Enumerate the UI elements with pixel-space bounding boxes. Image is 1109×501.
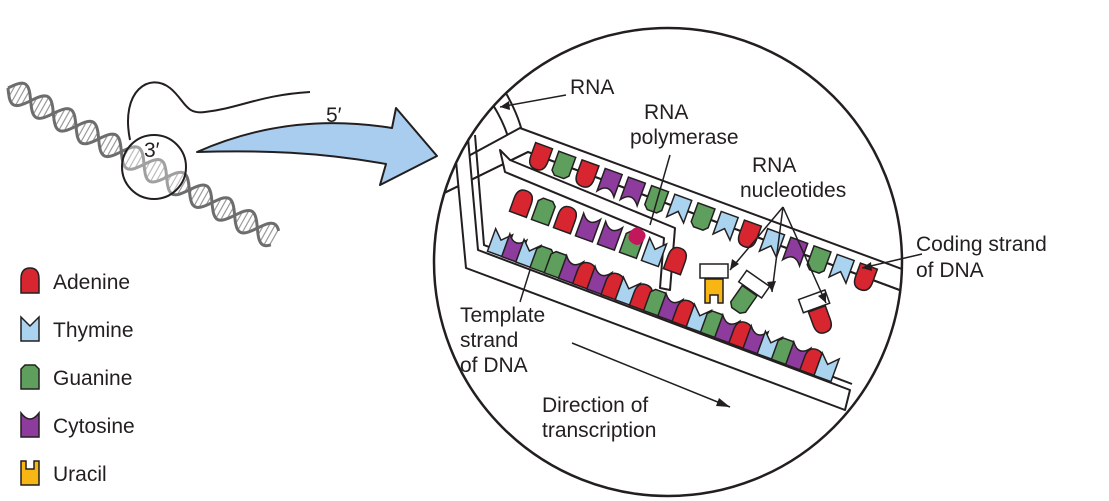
helix-rung: [241, 212, 255, 234]
legend-label-uracil: Uracil: [53, 463, 107, 486]
legend-label-guanine: Guanine: [53, 367, 132, 390]
zoom-circle-outline: [432, 26, 904, 498]
helix-backbone-2: [7, 81, 272, 248]
legend-label-thymine: Thymine: [53, 319, 134, 342]
helix-rung: [149, 160, 163, 182]
helix-rung: [193, 185, 207, 207]
helix-rung: [215, 197, 228, 219]
helix-rung: [219, 200, 233, 221]
five-prime-label: 5′: [326, 104, 342, 127]
helix-rung: [237, 210, 250, 231]
cytosine-icon: [20, 412, 40, 438]
helix-rung: [14, 84, 28, 106]
helix-rung: [134, 154, 144, 169]
helix-rung: [99, 134, 109, 150]
helix-rung: [247, 217, 257, 233]
free-nucleotide: [699, 263, 729, 304]
template-strand-label: Template strand of DNA: [460, 304, 551, 377]
phosphate-box: [699, 263, 729, 279]
helix-rung: [63, 113, 75, 132]
rna-label: RNA: [570, 76, 614, 99]
guanine-icon: [20, 364, 40, 390]
direction-arrowhead: [716, 398, 730, 407]
helix-rung: [54, 108, 66, 127]
free-nucleotide: [727, 269, 771, 317]
helix-rung: [155, 165, 166, 182]
helix-rung: [20, 90, 30, 105]
helix-rung: [32, 95, 45, 115]
helix-rung: [176, 177, 188, 195]
helix-rung: [124, 146, 137, 167]
helix-rung: [259, 222, 271, 243]
zoom-arrow: [196, 107, 438, 186]
rna-polymerase-label: RNA polymerase: [630, 101, 739, 149]
helix-rung: [190, 185, 201, 202]
helix-rung: [171, 172, 185, 195]
phosphate-box: [737, 269, 771, 299]
helix-rung: [85, 125, 97, 145]
helix-rung: [128, 148, 141, 170]
coding-strand-band: [434, 127, 902, 293]
helix-rung: [198, 188, 210, 208]
rna-nucleotides-label: RNA nucleotides: [740, 154, 846, 202]
helix-rung: [263, 224, 276, 246]
direction-arrow: [571, 342, 731, 408]
coding-strand-label: Coding strand of DNA: [916, 233, 1053, 282]
rna-strand-line: [127, 81, 311, 141]
helix-rung: [106, 136, 119, 157]
dna-helix-illustration: [6, 81, 281, 248]
three-prime-label: 3′: [144, 139, 160, 162]
helix-rung: [42, 101, 53, 119]
legend-label-cytosine: Cytosine: [53, 415, 135, 438]
helix-rung: [77, 121, 88, 138]
helix-rung: [10, 82, 23, 103]
legend-label-adenine: Adenine: [53, 271, 130, 294]
helix-rung: [102, 133, 115, 155]
uracil-icon: [20, 460, 40, 486]
helix-rung: [80, 121, 93, 143]
helix-rung: [58, 109, 72, 131]
helix-rung: [212, 198, 222, 213]
rna-transcript-band: [499, 149, 676, 291]
helix-rung: [146, 159, 158, 179]
helix-rung: [36, 96, 50, 119]
callout-lines: [499, 94, 923, 304]
thymine-icon: [20, 316, 40, 342]
helix-backbone-1: [6, 87, 281, 235]
helix-rung: [268, 229, 279, 246]
template-strand-band: [454, 134, 851, 411]
rna-polymerase-blob: [628, 227, 646, 245]
helix-rung: [168, 172, 180, 190]
callout-arrowheads: [500, 101, 872, 303]
magnifier-circle: [121, 134, 187, 200]
adenine-icon: [20, 267, 40, 294]
direction-label: Direction of transcription: [542, 394, 656, 442]
